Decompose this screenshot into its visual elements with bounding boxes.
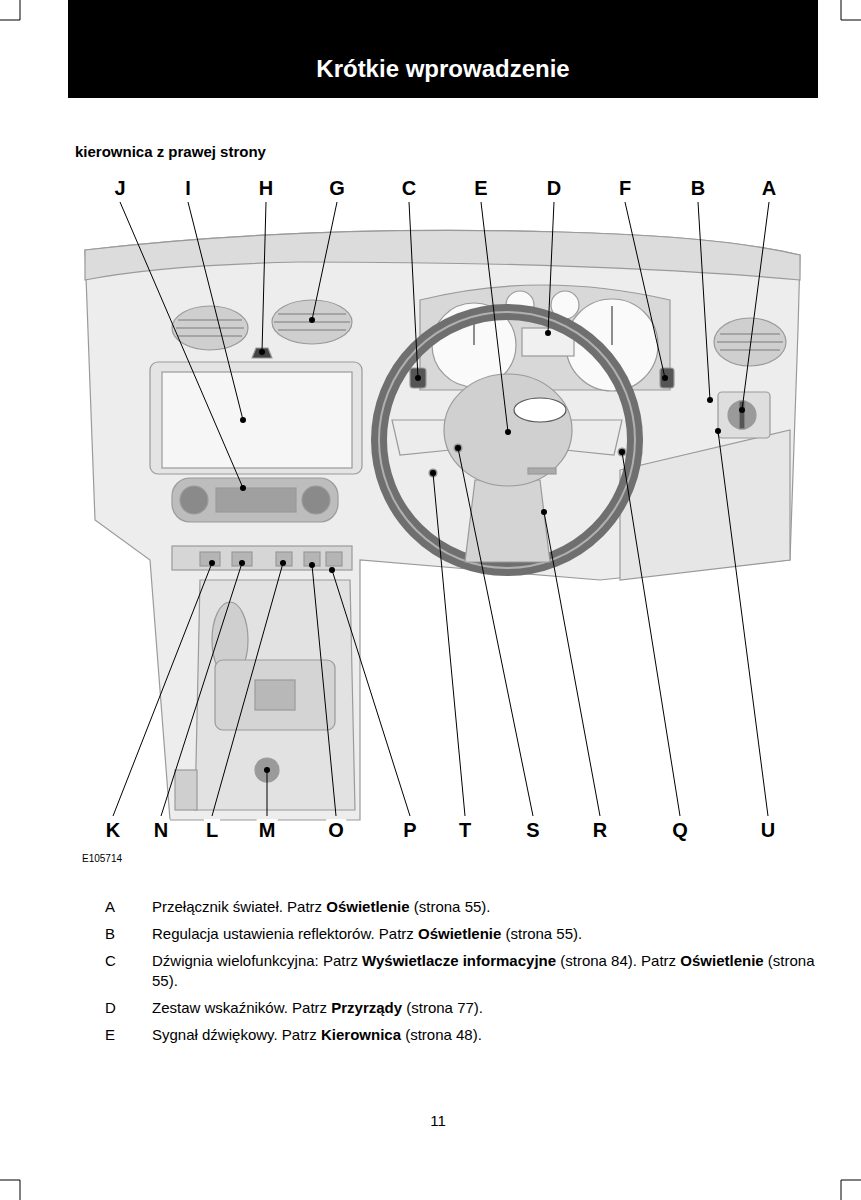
item-text: Regulacja ustawienia reflektorów. Patrz …: [152, 924, 817, 944]
callout-letter: K: [104, 819, 122, 841]
callout-letter: B: [689, 177, 707, 199]
figure-code: E105714: [82, 853, 122, 864]
item-description: Dźwignia wielofunkcyjna: Patrz: [152, 952, 358, 969]
item-letter: D: [105, 998, 116, 1018]
callout-letter: R: [591, 819, 609, 841]
section-subtitle: kierownica z prawej strony: [75, 143, 266, 160]
reference-title: Kierownica: [321, 1026, 401, 1043]
item-letter: B: [105, 924, 115, 944]
page-number: 11: [430, 1112, 446, 1129]
callout-letter: P: [401, 819, 418, 841]
item-description: (strona 55).: [506, 925, 583, 942]
item-description: Przełącznik świateł. Patrz: [152, 898, 322, 915]
callout-letter: Q: [670, 819, 690, 841]
item-description: Sygnał dźwiękowy. Patrz: [152, 1026, 317, 1043]
callout-letter: F: [617, 177, 633, 199]
item-description: (strona 84). Patrz: [560, 952, 676, 969]
callout-letter: T: [457, 819, 473, 841]
callout-letter: L: [204, 819, 220, 841]
callout-letter: E: [472, 177, 489, 199]
item-text: Przełącznik świateł. Patrz Oświetlenie (…: [152, 897, 817, 917]
callout-letter: G: [327, 177, 347, 199]
reference-title: Przyrządy: [331, 999, 402, 1016]
callout-letter: D: [545, 177, 563, 199]
reference-title: Oświetlenie: [418, 925, 501, 942]
item-text: Sygnał dźwiękowy. Patrz Kierownica (stro…: [152, 1025, 817, 1045]
item-description: (strona 77).: [406, 999, 483, 1016]
callout-letter: J: [112, 177, 127, 199]
item-letter: E: [105, 1025, 115, 1045]
callout-letter: N: [152, 819, 170, 841]
callout-letter: C: [400, 177, 418, 199]
callout-letter: U: [759, 819, 777, 841]
item-description: (strona 48).: [405, 1026, 482, 1043]
callout-letter: S: [524, 819, 541, 841]
reference-title: Oświetlenie: [680, 952, 763, 969]
callout-letter: A: [760, 177, 778, 199]
callout-letter: I: [183, 177, 193, 199]
item-description: Regulacja ustawienia reflektorów. Patrz: [152, 925, 414, 942]
callout-letter: O: [326, 819, 346, 841]
header-band: Krótkie wprowadzenie: [68, 0, 818, 98]
item-letter: A: [105, 897, 115, 917]
item-description: Zestaw wskaźników. Patrz: [152, 999, 327, 1016]
callout-letter: H: [257, 177, 275, 199]
item-letter: C: [105, 951, 116, 971]
page-title: Krótkie wprowadzenie: [68, 55, 818, 83]
reference-title: Wyświetlacze informacyjne: [362, 952, 556, 969]
callout-letter: M: [257, 819, 278, 841]
item-text: Zestaw wskaźników. Patrz Przyrządy (stro…: [152, 998, 817, 1018]
reference-title: Oświetlenie: [326, 898, 409, 915]
item-text: Dźwignia wielofunkcyjna: Patrz Wyświetla…: [152, 951, 817, 991]
item-description: (strona 55).: [414, 898, 491, 915]
